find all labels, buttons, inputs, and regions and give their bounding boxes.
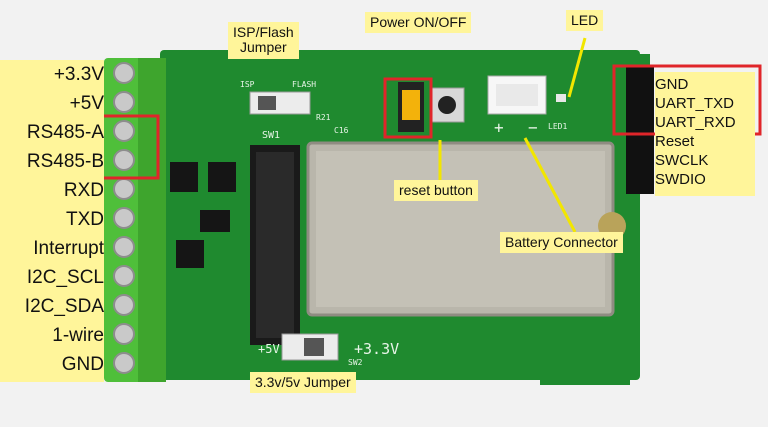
silk-c16: C16 [334, 126, 349, 135]
header-label-gnd: GND [655, 76, 689, 93]
voltage-slide-switch-knob [304, 338, 324, 356]
pcb-bottom-right-tab [540, 365, 630, 385]
pin-header [626, 66, 654, 194]
callout-led: LED [566, 10, 604, 32]
reset-button-cap [438, 96, 456, 114]
silk-sw1: SW1 [262, 130, 281, 141]
pin-label-txd: TXD [66, 209, 104, 230]
pin-label-interrupt: Interrupt [33, 238, 104, 259]
silk-minus: − [528, 118, 538, 137]
pin-label-5v: +5V [69, 93, 104, 114]
pin-label-i2c-scl: I2C_SCL [26, 267, 104, 288]
header-label-swdio: SWDIO [655, 171, 706, 188]
silk-plus: + [494, 118, 504, 137]
terminal-block-side [138, 58, 166, 382]
ic-chip [200, 210, 230, 232]
terminal-label-panel: +3.3V +5V RS485-A RS485-B RXD TXD Interr… [0, 60, 104, 382]
pin-label-i2c-sda: I2C_SDA [24, 296, 104, 317]
pin-label-rs485-a: RS485-A [26, 122, 104, 143]
silk-sw2: SW2 [348, 358, 363, 367]
header-label-uart-rxd: UART_RXD [655, 114, 736, 131]
ic-chip [176, 240, 204, 268]
silk-led1: LED1 [548, 122, 568, 131]
header-label-uart-txd: UART_TXD [655, 95, 734, 112]
silk-isp: ISP [240, 80, 255, 89]
callout-3v3-5v-jumper: 3.3v/5v Jumper [250, 372, 356, 394]
pin-label-gnd: GND [61, 354, 104, 375]
silk-33v: +3.3V [354, 340, 400, 358]
terminal-screws [113, 62, 135, 374]
pin-label-rs485-b: RS485-B [26, 151, 104, 172]
isp-flash-switch-knob [258, 96, 276, 110]
led-component [556, 94, 566, 102]
silk-5v: +5V [258, 342, 280, 356]
header-label-reset: Reset [655, 133, 695, 150]
callout-battery-connector: Battery Connector [500, 232, 623, 254]
power-highlight [383, 77, 433, 139]
header-label-panel: GND UART_TXD UART_RXD Reset SWCLK SWDIO [655, 72, 755, 196]
callout-power: Power ON/OFF [365, 12, 472, 34]
battery-connector-inner [496, 84, 538, 106]
callout-isp-flash: ISP/Flash Jumper [228, 22, 299, 59]
rf-module-shield-inner [316, 151, 605, 307]
pin-label-3v3: +3.3V [53, 64, 104, 85]
m2-connector-inner [256, 152, 294, 338]
callout-pointers [438, 37, 587, 233]
ic-chip [170, 162, 198, 192]
header-label-swclk: SWCLK [655, 152, 709, 169]
silk-r21: R21 [316, 113, 331, 122]
pin-label-rxd: RXD [63, 180, 104, 201]
callout-reset-button: reset button [394, 180, 478, 202]
pin-label-1-wire: 1-wire [52, 325, 104, 346]
ic-chip [208, 162, 236, 192]
power-jumper-cap [402, 90, 420, 120]
silk-flash: FLASH [292, 80, 317, 89]
